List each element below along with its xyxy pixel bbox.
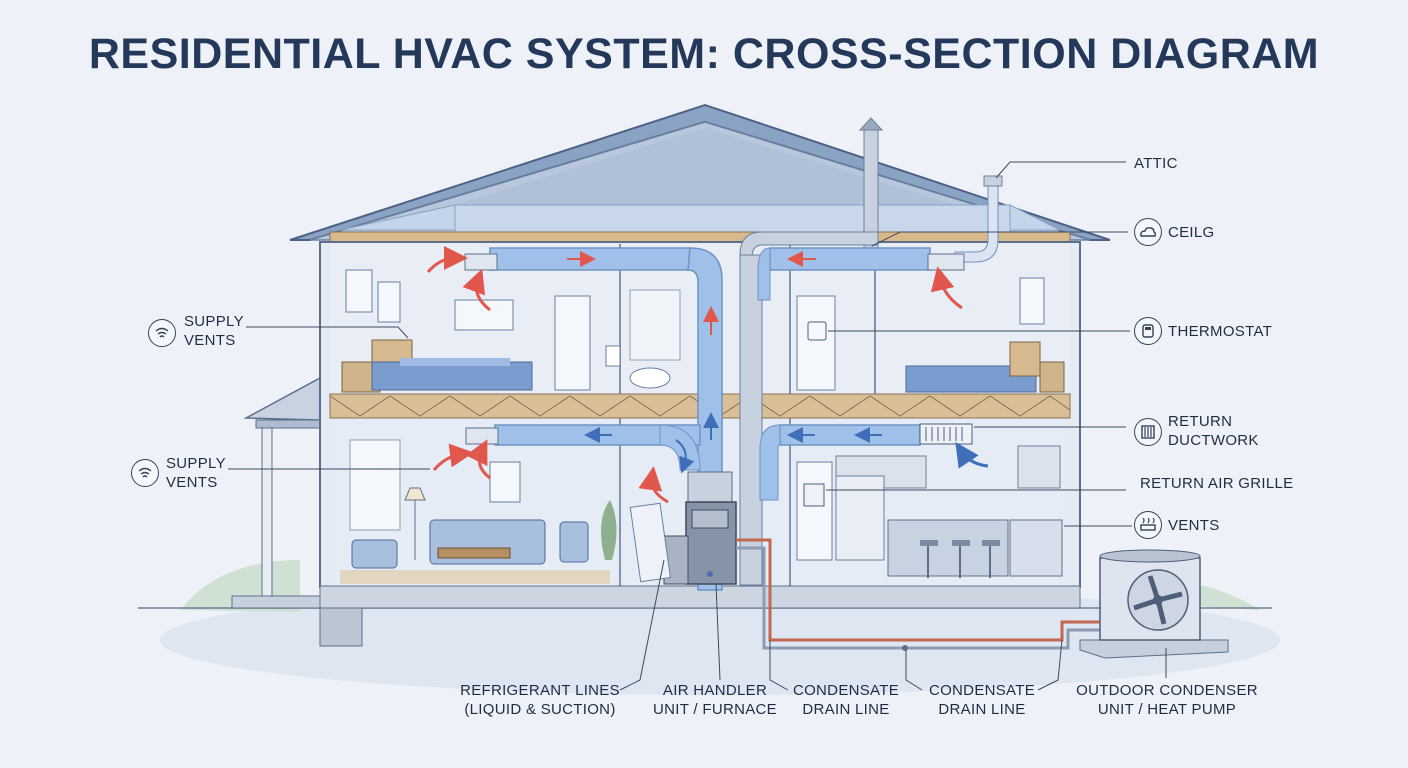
label-outdoor-condenser: OUTDOOR CONDENSER UNIT / HEAT PUMP xyxy=(1076,682,1258,718)
return-airflow-arrows xyxy=(584,412,989,474)
thermostat-icon xyxy=(1134,317,1162,345)
label-attic: ATTIC xyxy=(1134,155,1178,172)
ductwork-icon xyxy=(1134,418,1162,446)
label-condensate-drain-2: CONDENSATE DRAIN LINE xyxy=(928,682,1036,718)
label-ceiling: CEILG xyxy=(1168,224,1215,241)
label-return-ductwork: RETURN DUCTWORK xyxy=(1168,413,1259,449)
label-supply-vents-upper: SUPPLY VENTS xyxy=(184,313,244,349)
diagram-title: RESIDENTIAL HVAC SYSTEM: CROSS-SECTION D… xyxy=(88,30,1320,78)
label-condensate-drain-1: CONDENSATE DRAIN LINE xyxy=(792,682,900,718)
refrigerant-lines xyxy=(736,538,1104,651)
air-handler xyxy=(629,471,737,585)
supply-airflow-arrows xyxy=(426,246,963,504)
bedroom-upper-left xyxy=(341,269,591,393)
supply-vents-lower-icon xyxy=(131,459,159,487)
leader-lines xyxy=(228,161,1167,691)
label-thermostat: THERMOSTAT xyxy=(1168,323,1273,340)
vents-icon xyxy=(1134,511,1162,539)
supply-vents-upper-icon xyxy=(148,319,176,347)
registers xyxy=(464,253,973,507)
label-return-air-grille: RETURN AIR GRILLE xyxy=(1140,475,1294,492)
bedroom-upper-right xyxy=(796,277,1065,393)
label-supply-vents-lower: SUPPLY VENTS xyxy=(166,455,226,491)
bathroom-upper xyxy=(605,289,681,389)
label-refrigerant-lines: REFRIGERANT LINES (LIQUID & SUCTION) xyxy=(460,682,620,718)
kitchen xyxy=(796,445,1063,578)
ceiling-icon xyxy=(1134,218,1162,246)
flue-pipe xyxy=(739,117,884,586)
outdoor-condenser xyxy=(1079,549,1229,659)
label-air-handler: AIR HANDLER UNIT / FURNACE xyxy=(653,682,777,718)
label-vents: VENTS xyxy=(1168,517,1220,534)
attic-insulation xyxy=(329,204,1071,243)
living-room xyxy=(340,439,617,584)
